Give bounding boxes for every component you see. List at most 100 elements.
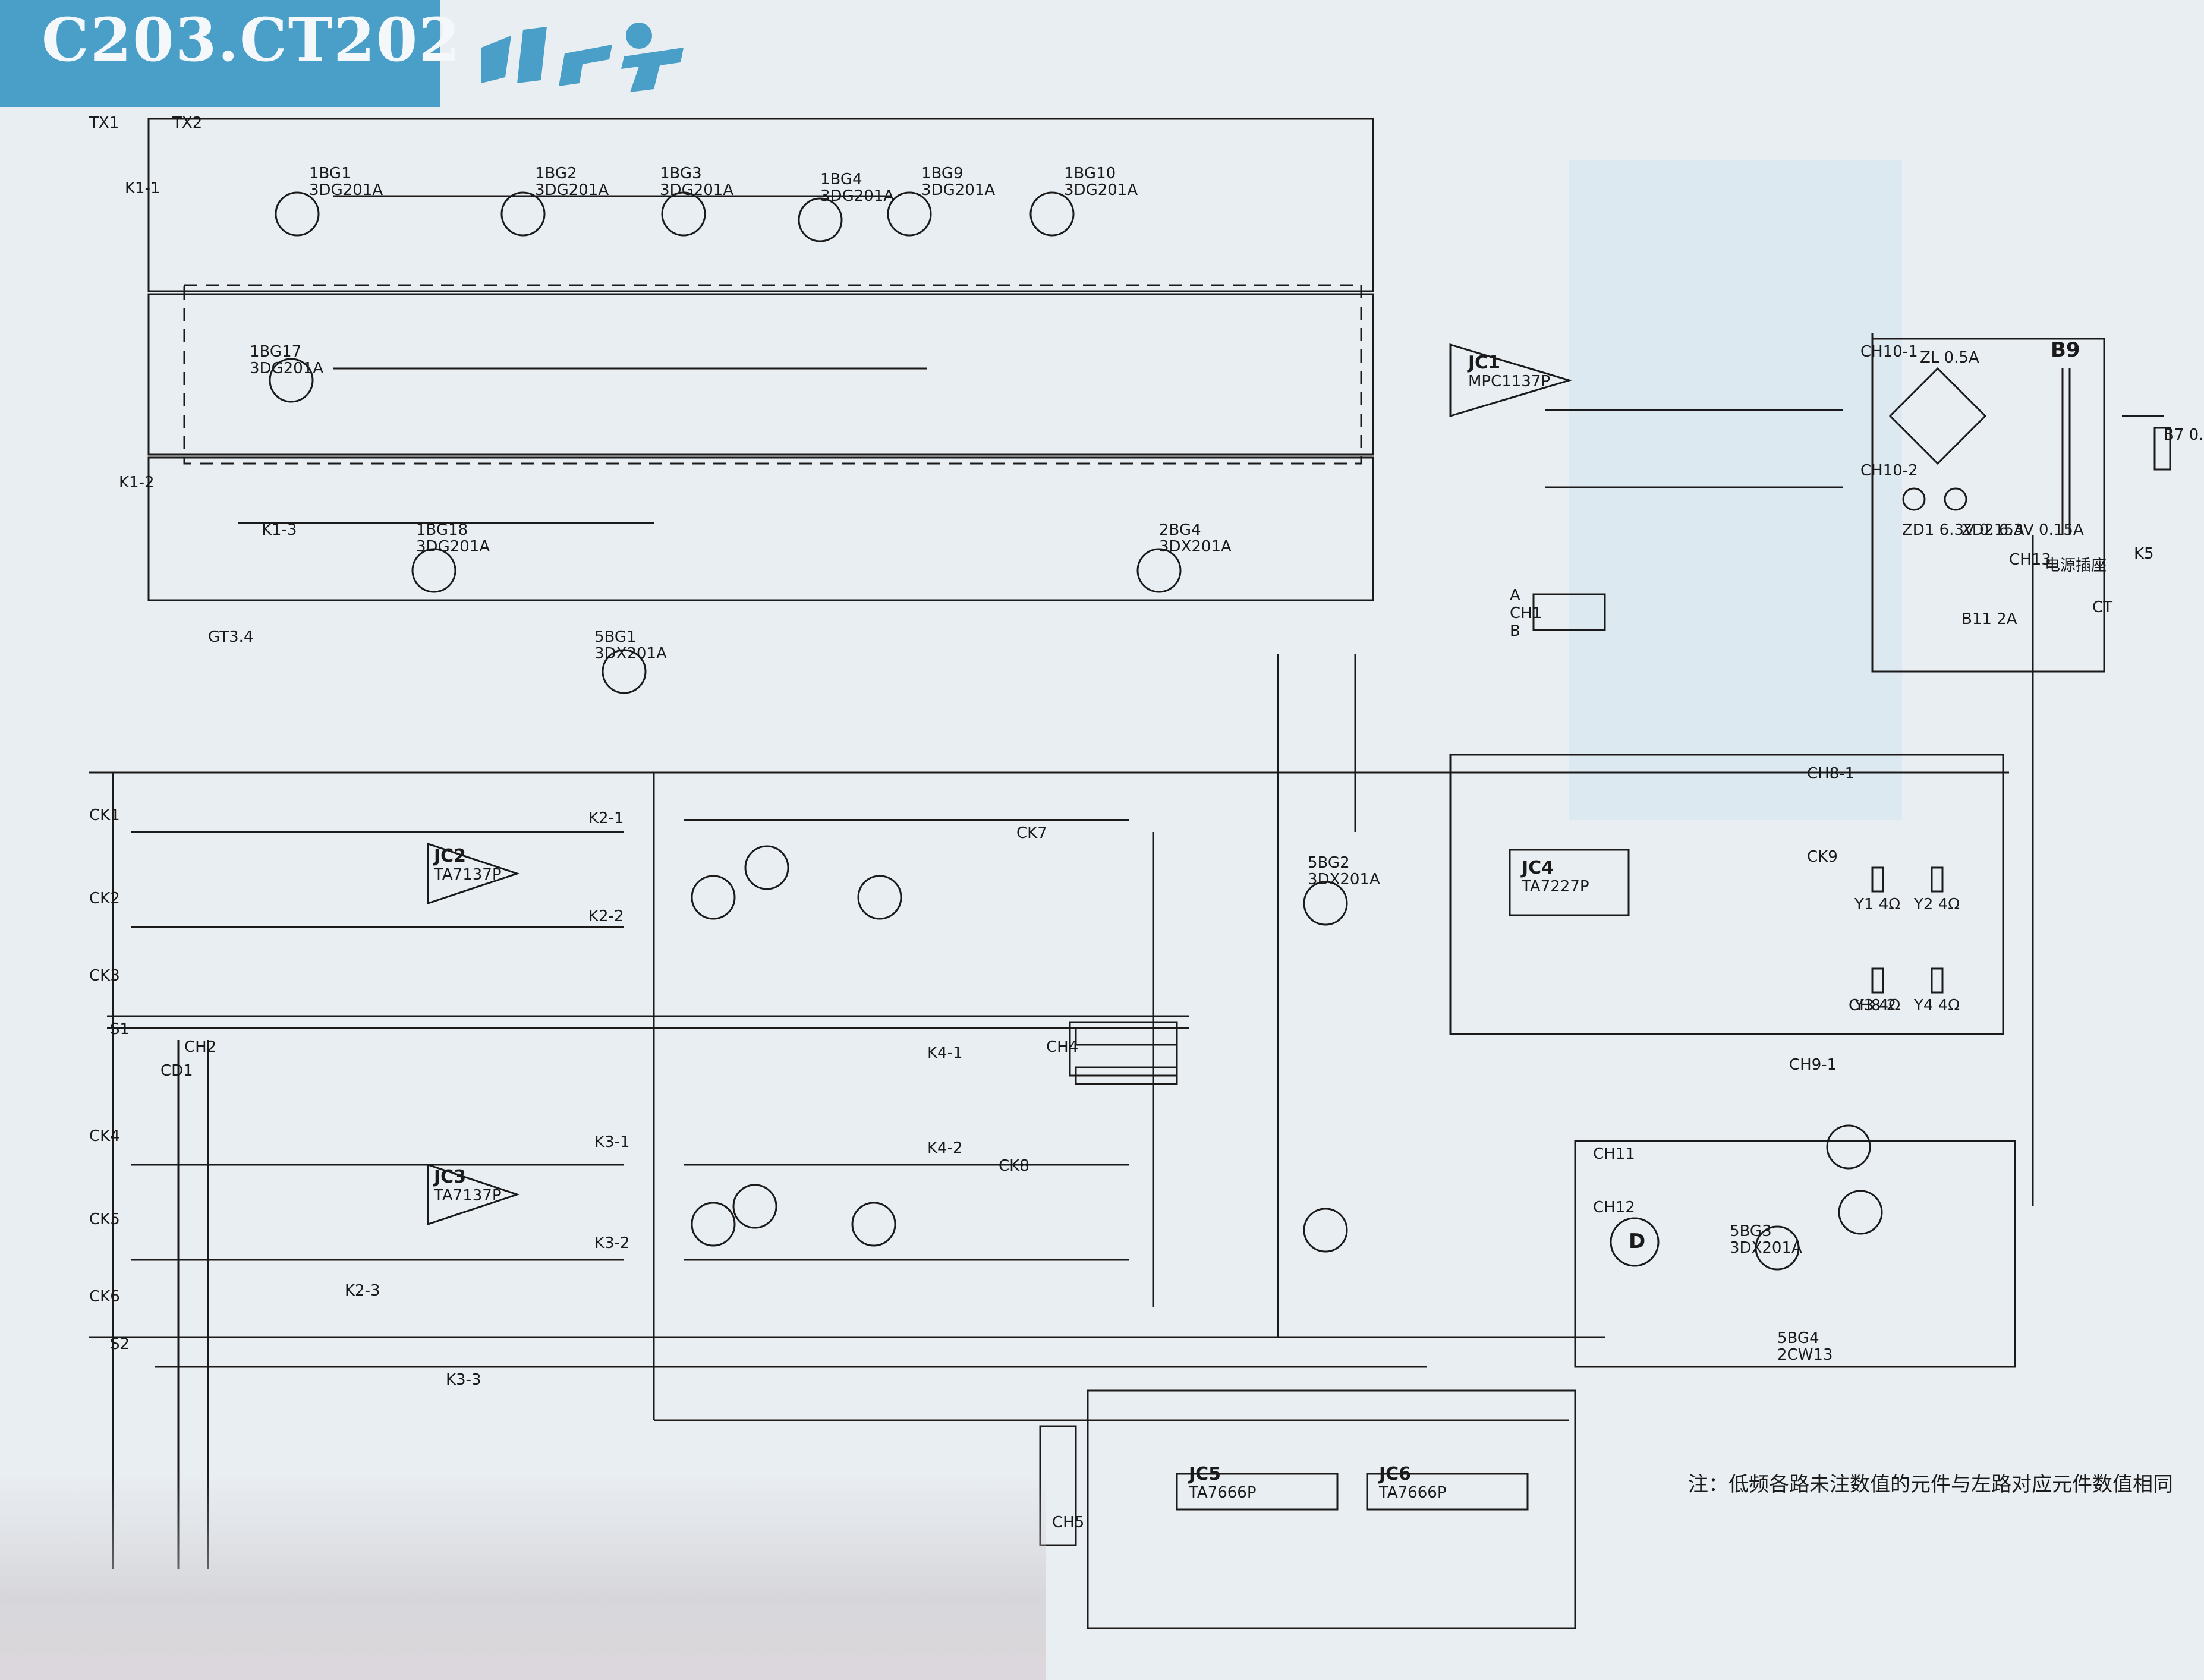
jack-label: CK5 <box>89 1211 120 1228</box>
fuse-main-label: B7 0.1A <box>2164 426 2204 444</box>
transistor-type-label: 3DG201A <box>535 181 609 199</box>
ic-id-label: JC3 <box>433 1167 466 1187</box>
connector-label: CH1 <box>1510 604 1542 622</box>
transistor-id-label: 5BG1 <box>594 628 637 646</box>
ic-id-label: JC4 <box>1520 858 1554 878</box>
switch-label: K2-2 <box>588 907 624 925</box>
transistor-type-label: 3DX201A <box>1159 538 1232 556</box>
transistor-type-label: 3DX201A <box>1308 871 1380 888</box>
jack-label: CK2 <box>89 890 120 907</box>
transistor-id-label: 1BG4 <box>820 171 862 188</box>
ic-id-label: JC1 <box>1467 352 1500 373</box>
ic-type-label: TA7666P <box>1378 1484 1447 1502</box>
transistor-type-label: 3DG201A <box>921 181 995 199</box>
transistor-id-label: 1BG10 <box>1064 165 1116 182</box>
switch-label: K1-3 <box>262 521 297 539</box>
transistor-id-label: 5BG2 <box>1308 854 1350 872</box>
brand-logo <box>481 23 684 92</box>
transistor-id-label: 1BG3 <box>660 165 702 182</box>
zener-1-label: ZD1 6.3V 0.15A <box>1902 521 2024 539</box>
connector-label: CH8-1 <box>1807 765 1854 783</box>
connector-label: CH13 <box>2009 551 2051 569</box>
antenna-tx1-label: TX1 <box>89 114 119 132</box>
connector-label: CH10-1 <box>1860 343 1918 361</box>
transistor-id-label: 5BG3 <box>1730 1222 1772 1240</box>
transistor-type-label: 3DG201A <box>820 187 894 205</box>
connector-label: CH11 <box>1593 1145 1635 1163</box>
switch-label: K2-1 <box>588 809 624 827</box>
ic-id-label: JC6 <box>1378 1464 1411 1484</box>
switch-label: S2 <box>110 1335 130 1353</box>
switch-label: S1 <box>110 1020 130 1038</box>
connector-label: CH8-2 <box>1849 997 1896 1014</box>
bridge-label: ZL 0.5A <box>1920 349 1979 367</box>
transistor-type-label: 3DG201A <box>660 181 733 199</box>
jack-label: CK3 <box>89 967 120 985</box>
jack-label: CK9 <box>1807 848 1838 866</box>
zener-2-label: ZD2 6.3V 0.15A <box>1961 521 2084 539</box>
motor-label: D <box>1629 1230 1645 1253</box>
transistor-type-label: 3DG201A <box>250 360 323 377</box>
ic-type-label: MPC1137P <box>1468 373 1550 390</box>
footnote: 注：低频各路未注数值的元件与左路对应元件数值相同 <box>1688 1473 2173 1496</box>
bus-a-label: A <box>1510 587 1520 604</box>
ic-type-label: TA7666P <box>1188 1484 1257 1502</box>
transistor-id-label: 1BG2 <box>535 165 577 182</box>
jack-label: CK4 <box>89 1127 120 1145</box>
switch-label: K3-2 <box>594 1234 630 1252</box>
switch-label: K1-2 <box>119 474 155 491</box>
ic-type-label: TA7137P <box>433 866 502 884</box>
switch-label: K5 <box>2134 545 2154 563</box>
switch-label: K4-1 <box>927 1044 963 1062</box>
bus-b-label: B <box>1510 622 1520 640</box>
jack-label: CK1 <box>89 806 120 824</box>
meter-label: CD1 <box>160 1062 193 1080</box>
connector-label: CH12 <box>1593 1199 1635 1216</box>
connector-label: CH4 <box>1046 1038 1078 1056</box>
scan-fade-area <box>0 1474 1046 1680</box>
transistor-type-label: 3DX201A <box>1730 1239 1802 1257</box>
transistor-type-label: 3DG201A <box>416 538 490 556</box>
faded-panel-area <box>1569 160 1902 820</box>
jack-label: CK7 <box>1016 824 1047 842</box>
ac-socket-label: 电源插座 <box>2045 557 2107 575</box>
transistor-type-label: 3DG201A <box>309 181 383 199</box>
switch-label: K3-1 <box>594 1133 630 1151</box>
connector-label: CH5 <box>1052 1514 1084 1531</box>
connector-label: CH9-1 <box>1789 1056 1837 1074</box>
fuse-dc-label: B11 2A <box>1961 610 2017 628</box>
speaker-label: Y4 4Ω <box>1913 997 1960 1014</box>
model-banner: C203.CT202 <box>0 0 460 107</box>
transistor-id-label: 5BG4 <box>1777 1329 1819 1347</box>
transistor-type-label: 2CW13 <box>1777 1346 1833 1364</box>
transistor-id-label: 1BG18 <box>416 521 468 539</box>
ic-type-label: TA7137P <box>433 1187 502 1205</box>
transistor-type-label: 3DG201A <box>1064 181 1138 199</box>
connector-label: CH10-2 <box>1860 462 1918 480</box>
gt-label: GT3.4 <box>208 628 253 646</box>
transistor-type-label: 3DX201A <box>594 645 667 663</box>
plug-label: CT <box>2092 598 2112 616</box>
speaker-label: Y3 4Ω <box>1854 997 1900 1014</box>
jack-label: CK8 <box>999 1157 1029 1175</box>
ic-id-label: JC2 <box>433 846 466 866</box>
speaker-label: Y1 4Ω <box>1854 896 1900 913</box>
speaker-label: Y2 4Ω <box>1913 896 1960 913</box>
switch-label: K1-1 <box>125 179 160 197</box>
transformer-label: B9 <box>2051 338 2080 362</box>
transistor-id-label: 1BG1 <box>309 165 351 182</box>
transistor-id-label: 1BG17 <box>250 343 301 361</box>
ic-id-label: JC5 <box>1188 1464 1221 1484</box>
switch-label: K4-2 <box>927 1139 963 1157</box>
connector-label: CH2 <box>184 1038 216 1056</box>
antenna-tx2-label: TX2 <box>172 114 202 132</box>
transistor-id-label: 1BG9 <box>921 165 964 182</box>
ic-type-label: TA7227P <box>1521 878 1589 896</box>
switch-label: K3-3 <box>446 1371 481 1389</box>
transistor-id-label: 2BG4 <box>1159 521 1201 539</box>
switch-label: K2-3 <box>345 1282 380 1300</box>
model-title: C203.CT202 <box>42 5 461 75</box>
jack-label: CK6 <box>89 1288 120 1306</box>
